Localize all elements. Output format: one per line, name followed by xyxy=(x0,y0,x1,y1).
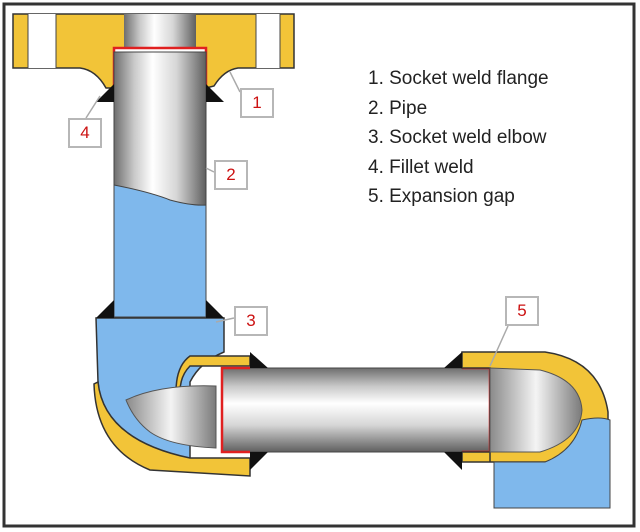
legend-item-fillet-weld: 4. Fillet weld xyxy=(368,156,474,178)
socket-weld-flange xyxy=(12,13,295,89)
callout-leader-5 xyxy=(489,325,509,367)
callout-5-expansion-gap: 5 xyxy=(505,296,539,326)
callout-leader-3 xyxy=(215,317,235,323)
callout-leader-4 xyxy=(85,95,101,119)
fillet-weld-left-bottom xyxy=(250,452,268,470)
fillet-weld-elbow-right xyxy=(206,300,224,318)
fillet-weld-right-bottom xyxy=(444,452,462,470)
callout-leader-1 xyxy=(229,71,241,93)
fillet-weld-left-top xyxy=(250,352,268,368)
legend-item-expansion-gap: 5. Expansion gap xyxy=(368,186,515,207)
vertical-pipe-cut-section xyxy=(113,184,207,318)
flange-bolt-hole-left xyxy=(28,14,56,68)
flange-bore xyxy=(124,14,196,48)
right-fitting-bore xyxy=(489,367,583,453)
fillet-weld-right-top xyxy=(444,352,462,368)
callout-4-fillet-weld: 4 xyxy=(68,118,102,148)
callout-2-pipe: 2 xyxy=(214,160,248,190)
callout-leader-2 xyxy=(205,167,215,173)
horizontal-pipe xyxy=(220,366,492,454)
left-socket-expansion-gap xyxy=(220,366,250,454)
legend: 1. Socket weld flange 2. Pipe 3. Socket … xyxy=(368,64,549,212)
flange-bolt-hole-right xyxy=(256,14,280,68)
legend-item-flange: 1. Socket weld flange xyxy=(368,68,549,89)
legend-item-elbow: 3. Socket weld elbow xyxy=(368,127,547,148)
right-socket-fitting xyxy=(461,351,611,509)
legend-item-pipe: 2. Pipe xyxy=(368,97,428,119)
callout-1-flange: 1 xyxy=(240,88,274,118)
socket-weld-elbow xyxy=(93,300,251,477)
elbow-inner-bore xyxy=(125,385,217,449)
fillet-weld-flange-left xyxy=(96,84,114,102)
fillet-weld-flange-right xyxy=(206,84,224,102)
right-fitting-cut-section xyxy=(493,417,611,509)
callout-3-elbow: 3 xyxy=(234,306,268,336)
vertical-pipe xyxy=(113,51,207,318)
fillet-weld-elbow-left xyxy=(96,300,114,318)
